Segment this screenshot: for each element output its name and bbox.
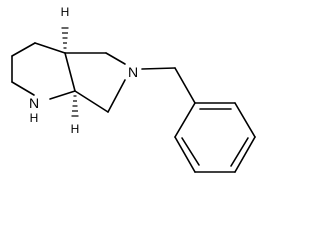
bond-c5-n6 [105,52,126,65]
hashed-wedge-bottom [71,95,79,117]
bond-n1-c2 [11,81,35,96]
bond-ph-5 [174,136,196,173]
stereo-h-top: H [61,5,70,19]
bond-c7a-n1 [49,90,76,100]
bond-ph-2 [234,102,256,138]
ring-nh-n: N [29,95,39,111]
bond-c3-c4 [11,42,36,57]
bond-ph-double-3 [181,137,200,166]
bond-n6-c7 [107,79,126,113]
hashed-wedge-top [61,27,69,49]
molecule-drawing: H H N H N [11,5,256,173]
bond-ph-3 [234,136,256,173]
bond-n6-ch2 [141,67,176,70]
bond-ch2-ipso [174,67,196,104]
bond-c4a-c7a [64,52,76,92]
bond-c4-c4a [34,42,66,54]
bond-ph-6 [174,102,196,138]
bond-ph-double-2 [230,137,249,167]
bond-c7-c7a [74,90,109,113]
ring-nh-h: H [30,111,39,125]
ring-n-benzyl: N [128,64,138,80]
stereo-h-bottom: H [71,122,80,136]
structure-canvas: H H N H N [11,5,256,173]
